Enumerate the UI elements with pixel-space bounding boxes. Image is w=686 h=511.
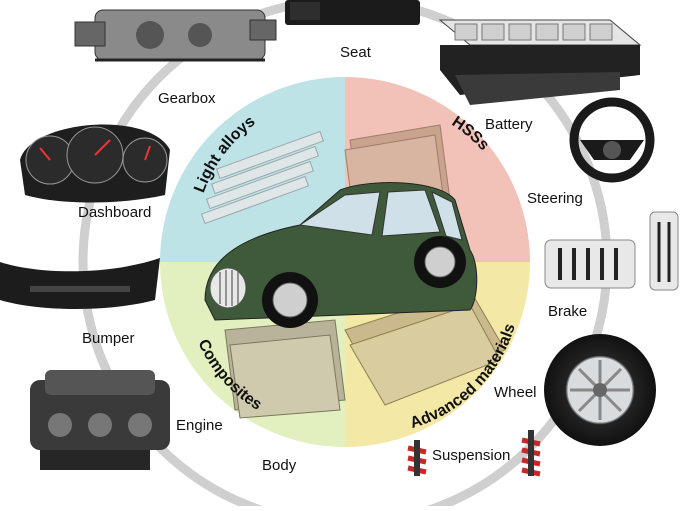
- suspension-spring-icon: [407, 430, 541, 477]
- label-steering: Steering: [527, 190, 583, 207]
- engine-icon: [30, 370, 170, 470]
- battery-icon: [438, 19, 642, 105]
- label-suspension: Suspension: [432, 447, 511, 464]
- label-seat: Seat: [340, 44, 371, 61]
- label-engine: Engine: [176, 417, 223, 434]
- label-brake: Brake: [548, 303, 588, 320]
- label-wheel: Wheel: [494, 384, 537, 401]
- composite-layers-icon: [224, 319, 346, 419]
- label-bumper: Bumper: [82, 330, 135, 347]
- steering-wheel-icon: [569, 97, 655, 183]
- label-dashboard: Dashboard: [78, 204, 152, 221]
- gearbox-icon: [74, 9, 277, 62]
- dashboard-icon: [20, 124, 170, 203]
- car-icon: [204, 182, 478, 328]
- label-battery: Battery: [485, 116, 533, 133]
- label-gearbox: Gearbox: [158, 90, 216, 107]
- wheel-icon: [544, 334, 656, 446]
- bumper-icon: [0, 258, 160, 309]
- light-alloy-bars-icon: [200, 130, 325, 225]
- label-body: Body: [262, 457, 297, 474]
- seat-icon: [285, 0, 420, 25]
- brake-pedal-icon: [544, 211, 679, 291]
